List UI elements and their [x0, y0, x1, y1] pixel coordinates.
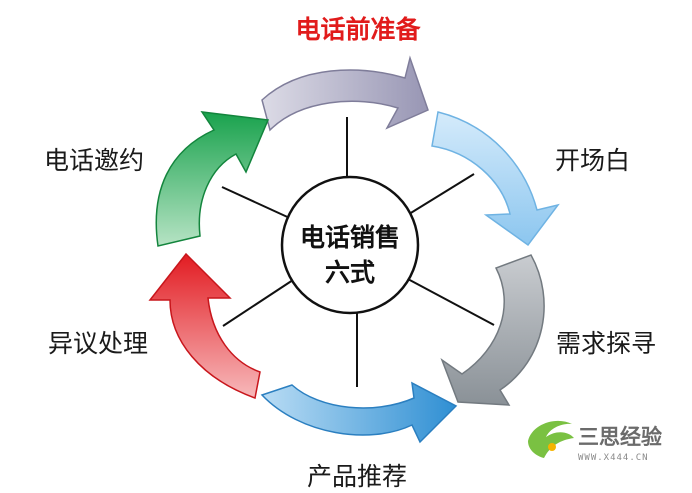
watermark: 三思经验 WWW.X444.CN [528, 420, 662, 463]
watermark-title: 三思经验 [578, 425, 662, 449]
spoke-top-left [221, 186, 295, 221]
watermark-logo-icon [528, 420, 574, 458]
spoke-top-right [400, 173, 475, 220]
center-title-line2: 六式 [325, 258, 375, 287]
stage-label-call-preparation: 电话前准备 [295, 15, 421, 44]
spoke-bottom-left [222, 277, 297, 327]
center-circle [280, 175, 420, 315]
arrow-top-left [155, 111, 270, 247]
stage-label-objection-handling: 异议处理 [48, 329, 148, 358]
center-title-line1: 电话销售 [300, 223, 400, 252]
arrow-bottom-right [440, 254, 545, 406]
watermark-logo-dot-icon [548, 443, 556, 451]
arrow-bottom-left [148, 252, 261, 400]
spokes [221, 117, 495, 387]
arrow-bottom [260, 381, 458, 444]
stage-label-call-invitation: 电话邀约 [44, 146, 144, 175]
spoke-bottom-right [405, 277, 495, 326]
arrow-top [261, 55, 429, 132]
stage-label-needs-discovery: 需求探寻 [556, 329, 656, 358]
watermark-url: WWW.X444.CN [578, 453, 649, 463]
arrow-top-right [431, 111, 560, 247]
stage-label-opening: 开场白 [555, 146, 630, 175]
stage-label-product-recommendation: 产品推荐 [307, 462, 407, 491]
